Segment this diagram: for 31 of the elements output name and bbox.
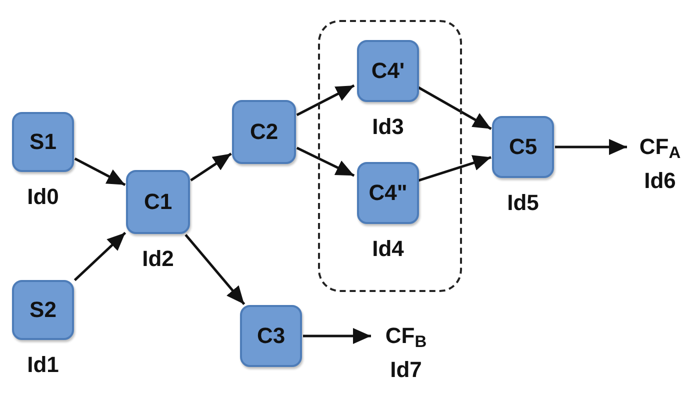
arrow: [296, 146, 355, 177]
process-box: [240, 305, 302, 367]
id-label: Id7: [390, 359, 422, 381]
id-label: Id4: [372, 238, 404, 260]
node-label: C5: [508, 136, 538, 158]
id-label: Id0: [27, 186, 59, 208]
arrow: [74, 232, 126, 282]
id-label: Id3: [372, 116, 404, 138]
id-label: Id2: [142, 248, 174, 270]
node-label: C4': [371, 60, 405, 82]
arrow: [417, 86, 492, 130]
arrow: [74, 158, 126, 186]
id-label: Id5: [507, 192, 539, 214]
arrow: [190, 152, 232, 182]
id-label: Id6: [644, 170, 676, 192]
process-box: [232, 100, 296, 164]
arrow: [303, 328, 371, 344]
arrow: [296, 84, 355, 116]
node-label: S1: [30, 131, 56, 153]
node-label: C1: [144, 191, 172, 213]
arrow: [184, 234, 246, 306]
arrow: [555, 139, 627, 155]
node-label: C2: [250, 121, 278, 143]
output-label: CF$_{A}$: [639, 136, 681, 158]
node-label: C4": [368, 182, 408, 204]
output-label: CF$_{B}$: [385, 325, 427, 347]
arrow: [418, 155, 492, 182]
id-label: Id1: [27, 354, 59, 376]
node-label: S2: [30, 299, 56, 321]
dashed-group-box: [318, 20, 462, 292]
node-label: C3: [256, 325, 286, 347]
